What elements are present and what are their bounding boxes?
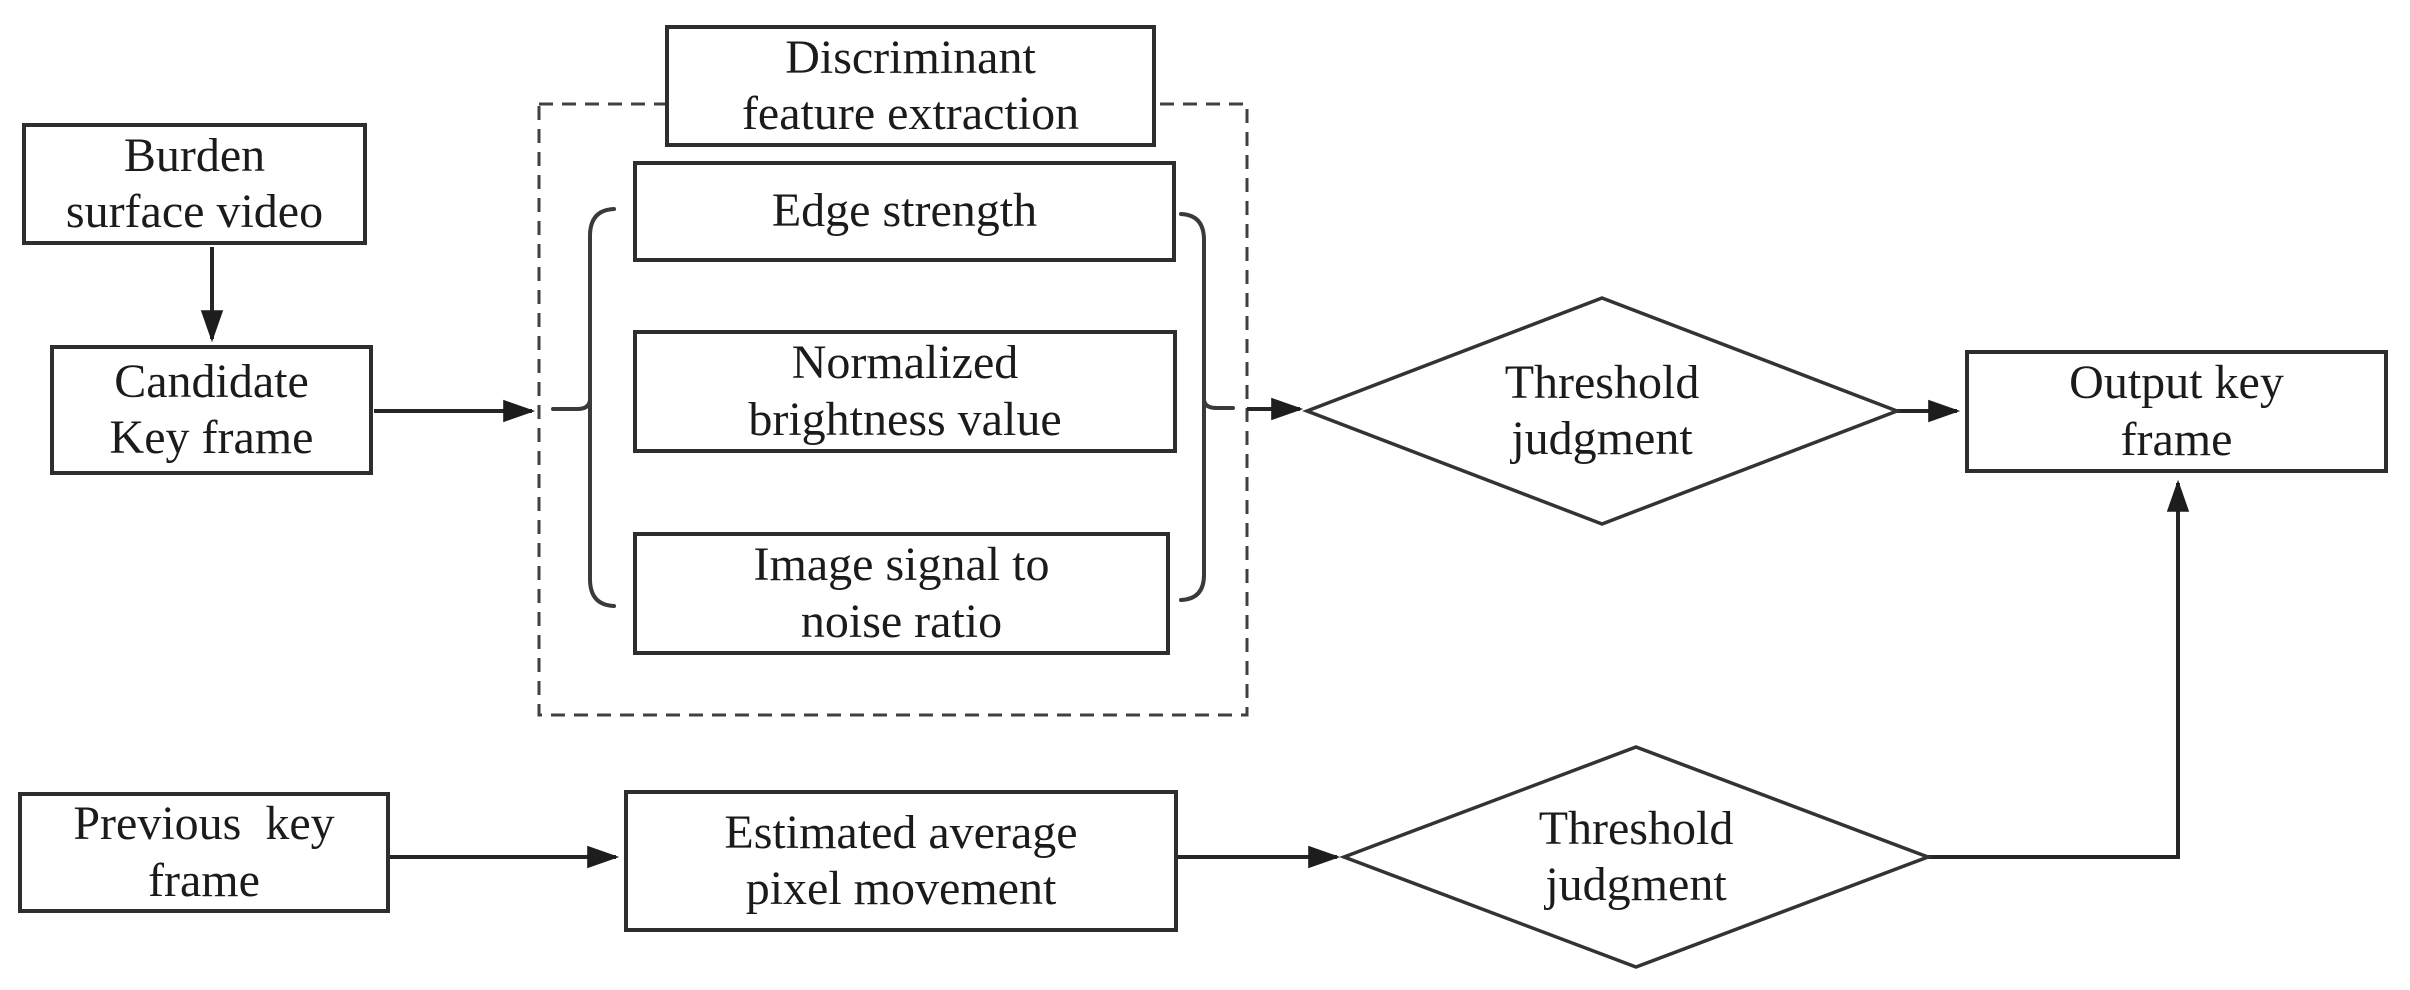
node-label-line: brightness value [748, 392, 1062, 446]
node-label-line: pixel movement [745, 862, 1057, 915]
threshold-judgment-top-diamond [1302, 296, 1902, 526]
right-brace-tick [1202, 397, 1235, 410]
left-brace-tick [551, 397, 592, 411]
node-label-line: frame [2120, 412, 2233, 466]
left-brace [588, 207, 616, 608]
output-key-frame-node: Output key frame [1965, 350, 2388, 473]
estimated-average-pixel-movement-node: Estimated average pixel movement [624, 790, 1178, 932]
node-label-line: Estimated average [724, 805, 1078, 859]
candidate-key-frame-node: Candidate Key frame [50, 345, 373, 475]
node-label-line: feature extraction [741, 87, 1080, 140]
image-signal-to-noise-ratio-node: Image signal to noise ratio [633, 532, 1170, 655]
node-label-line: Candidate [114, 354, 309, 408]
node-label-line: noise ratio [800, 594, 1003, 648]
node-label-line: Edge strength [771, 184, 1038, 238]
node-label-line: Image signal to [753, 538, 1050, 592]
node-label-line: surface video [65, 185, 324, 238]
node-label-line: Key frame [109, 411, 314, 464]
node-label-line: frame [148, 853, 260, 907]
edge-strength-node: Edge strength [633, 161, 1176, 262]
node-label-line: Normalized [791, 336, 1019, 390]
discriminant-feature-extraction-title-node: Discriminant feature extraction [665, 25, 1156, 147]
arrow-threshold-bottom-to-output [1928, 479, 2190, 859]
right-brace [1179, 212, 1206, 602]
burden-surface-video-node: Burden surface video [22, 123, 367, 245]
node-label-line: Output key [2069, 356, 2284, 410]
node-label-line: Burden [123, 128, 266, 182]
threshold-judgment-bottom-diamond [1339, 745, 1933, 969]
normalized-brightness-value-node: Normalized brightness value [633, 330, 1177, 453]
previous-key-frame-node: Previous key frame [18, 792, 390, 913]
node-label-line: Discriminant [785, 30, 1036, 84]
node-label-line: Previous key [73, 797, 335, 851]
